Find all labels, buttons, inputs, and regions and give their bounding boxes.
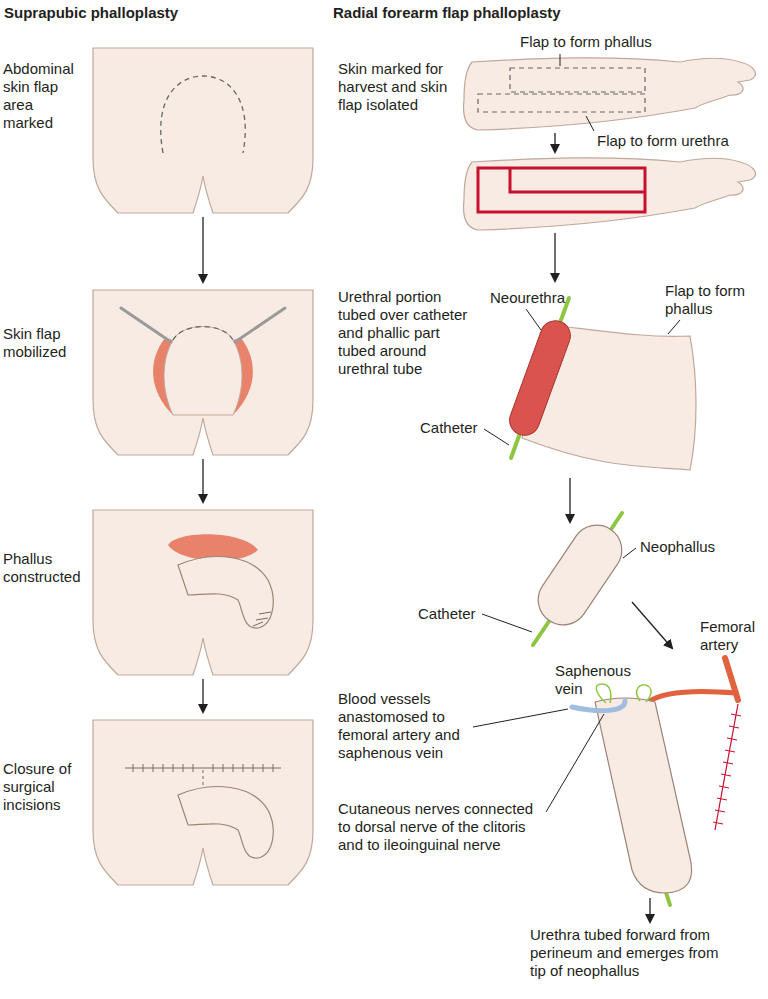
retractor (121, 308, 171, 342)
leader-line (526, 309, 541, 330)
nerve-loop (637, 685, 651, 702)
step-arrow (554, 133, 555, 152)
torso-panel (93, 510, 313, 675)
sutures (253, 612, 271, 626)
forearm (464, 158, 756, 230)
part-label: Femoral artery (700, 618, 762, 654)
step-label: Phallus constructed (3, 550, 85, 586)
forearm-panel (464, 158, 756, 230)
leader-line (623, 548, 636, 558)
torso-outline (93, 290, 313, 455)
step-arrow (649, 898, 650, 922)
part-label: Flap to form phallus (665, 282, 755, 318)
neourethra-tube (505, 316, 574, 439)
step-arrow (202, 679, 203, 712)
step-label: Cutaneous nerves connected to dorsal ner… (338, 800, 538, 854)
part-label: Flap to form phallus (520, 33, 680, 51)
torso-outline (93, 48, 313, 213)
neophallus (595, 698, 692, 893)
skin-flap (164, 327, 242, 416)
torso-panel (93, 48, 313, 213)
step-label: Skin marked for harvest and skin flap is… (338, 60, 456, 114)
step-arrow (202, 459, 203, 502)
leader-line (473, 709, 568, 727)
flap-marking (173, 327, 233, 341)
part-label: Neourethra (490, 289, 580, 307)
step-arrow (202, 217, 203, 282)
column-heading: Suprapubic phalloplasty (4, 4, 304, 22)
phallus (178, 787, 273, 859)
step-label: Skin flap mobilized (3, 325, 85, 361)
part-label: Catheter (420, 419, 490, 437)
flap-incision (478, 168, 645, 212)
phallus (178, 557, 273, 629)
flap-marking (510, 68, 645, 92)
step-label: Blood vessels anastomosed to femoral art… (338, 690, 468, 762)
step-arrow (569, 478, 570, 522)
torso-outline (93, 720, 313, 885)
incision-line (125, 768, 281, 769)
part-label: Saphenous vein (555, 662, 633, 698)
part-label: Neophallus (640, 538, 740, 556)
flap-marking (478, 94, 645, 112)
leader-line (546, 714, 604, 812)
part-label: Catheter (418, 605, 488, 623)
artery-anastomosis (648, 691, 736, 702)
leader-line (484, 429, 509, 445)
leader-line (482, 614, 532, 632)
step-label: Closure of surgical incisions (3, 760, 85, 814)
torso-panel (93, 720, 313, 885)
flap-marking (161, 76, 246, 153)
step-label: Urethra tubed forward from perineum and … (530, 926, 730, 980)
step-label: Urethral portion tubed over catheter and… (338, 288, 473, 378)
neophallus (529, 515, 632, 634)
part-label: Flap to form urethra (597, 132, 757, 150)
flap-incision (510, 168, 645, 192)
step-arrow (632, 602, 672, 648)
leader-line (586, 116, 594, 131)
step-arrow (554, 233, 555, 281)
leader-line (668, 320, 680, 334)
saphenous-vein (572, 701, 625, 711)
leader-line (560, 54, 561, 66)
torso-panel (93, 290, 313, 455)
retractor (235, 308, 285, 342)
suture-ticks (713, 714, 741, 824)
column-heading: Radial forearm flap phalloplasty (333, 4, 633, 22)
torso-outline (93, 510, 313, 675)
nerve-loop (596, 684, 611, 703)
step-label: Abdominal skin flap area marked (3, 60, 83, 132)
forearm (464, 58, 756, 130)
